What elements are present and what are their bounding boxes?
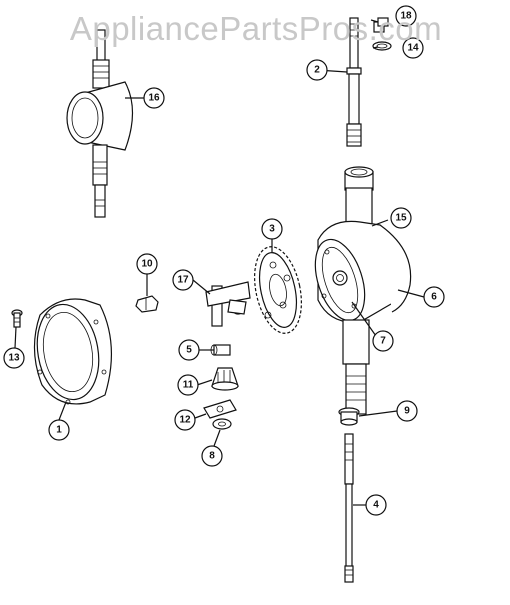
svg-text:1: 1	[56, 425, 62, 436]
svg-text:10: 10	[141, 259, 153, 270]
svg-text:15: 15	[395, 213, 407, 224]
part-3-drive-gear	[254, 246, 302, 334]
svg-text:7: 7	[380, 336, 386, 347]
svg-text:9: 9	[404, 406, 410, 417]
part-11-pinion-gear	[211, 367, 239, 391]
callout-10: 10	[136, 253, 158, 275]
callout-13: 13	[3, 347, 25, 369]
part-8-washer	[212, 418, 232, 430]
svg-text:3: 3	[269, 224, 275, 235]
svg-text:17: 17	[177, 275, 189, 286]
callout-14: 14	[402, 37, 424, 59]
svg-text:13: 13	[8, 353, 20, 364]
callout-5: 5	[178, 339, 200, 361]
part-2-agitator-shaft	[346, 17, 362, 147]
callout-16: 16	[143, 87, 165, 109]
callout-7: 7	[372, 330, 394, 352]
svg-text:4: 4	[373, 500, 379, 511]
callout-3: 3	[261, 218, 283, 240]
svg-text:8: 8	[209, 451, 215, 462]
svg-text:11: 11	[183, 380, 194, 391]
callout-6: 6	[423, 286, 445, 308]
part-16-shaft-housing	[66, 29, 134, 218]
part-14-washer	[372, 41, 392, 51]
part-9-bearing	[338, 407, 360, 426]
callout-18: 18	[395, 5, 417, 27]
part-10-nut	[135, 295, 159, 313]
callout-4: 4	[365, 494, 387, 516]
callout-1: 1	[48, 419, 70, 441]
part-6-gear-case	[314, 166, 412, 415]
svg-text:5: 5	[186, 345, 192, 356]
svg-text:18: 18	[400, 11, 412, 22]
part-1-cover-plate	[33, 298, 112, 405]
callout-2: 2	[306, 59, 328, 81]
svg-text:6: 6	[431, 292, 437, 303]
svg-text:12: 12	[179, 415, 191, 426]
svg-text:16: 16	[148, 93, 160, 104]
part-17-crank	[205, 281, 251, 327]
part-13-screw	[11, 309, 23, 328]
callout-17: 17	[172, 269, 194, 291]
callout-12: 12	[174, 409, 196, 431]
callout-8: 8	[201, 445, 223, 467]
part-12-clip-plate	[203, 399, 237, 419]
callout-11: 11	[177, 374, 199, 396]
svg-text:2: 2	[314, 65, 320, 76]
watermark-text: AppliancePartsPros.com	[69, 10, 443, 47]
svg-text:14: 14	[407, 43, 419, 54]
part-4-drive-shaft	[344, 433, 354, 583]
callout-9: 9	[396, 400, 418, 422]
callout-15: 15	[390, 207, 412, 229]
